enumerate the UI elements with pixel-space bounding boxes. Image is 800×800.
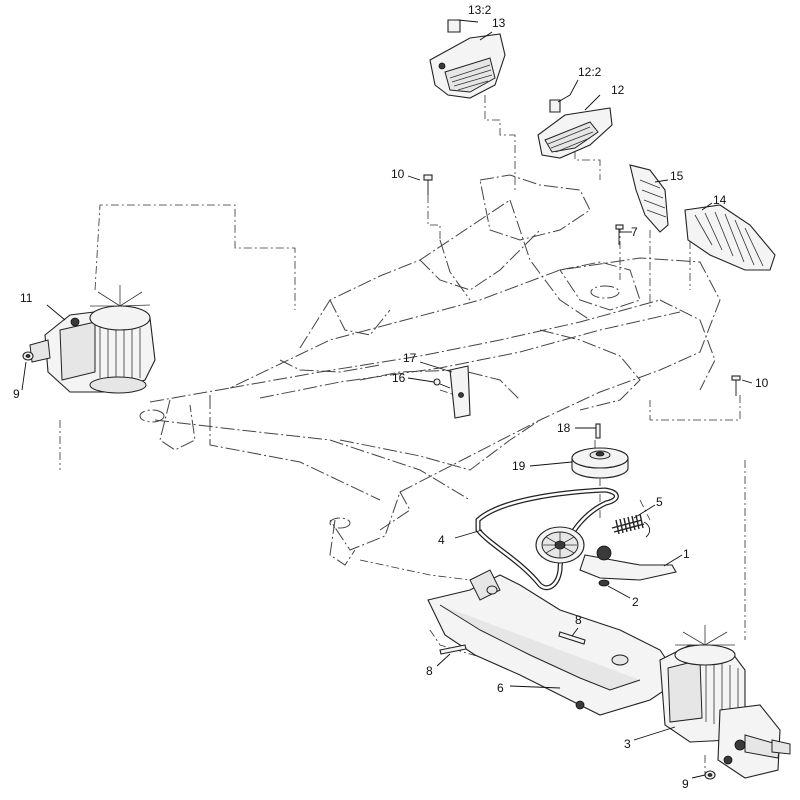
callout-16: 16	[392, 371, 406, 385]
callout-10-top: 10	[391, 167, 405, 181]
callout-11: 11	[20, 291, 33, 305]
callout-13: 13	[492, 16, 506, 30]
part-3-transmission	[659, 625, 791, 779]
callout-6: 6	[497, 681, 504, 695]
leader-lines	[21, 19, 753, 779]
callout-12: 12	[611, 83, 625, 97]
callout-8-left: 8	[426, 664, 433, 678]
part-10-bolt-top	[423, 174, 433, 195]
callout-9-left: 9	[13, 387, 20, 401]
part-8-pin-left	[439, 644, 467, 655]
part-15-guard	[629, 164, 669, 233]
callout-5: 5	[656, 495, 663, 509]
callout-17: 17	[403, 351, 417, 365]
part-1-idler-arm	[579, 545, 677, 581]
part-14-guard	[684, 204, 776, 271]
part-10-bolt-right	[731, 375, 741, 396]
part-7-bolt	[615, 224, 624, 245]
callout-15: 15	[670, 169, 684, 183]
callout-3: 3	[624, 737, 631, 751]
part-16-bolt	[433, 378, 451, 389]
callout-14: 14	[713, 193, 727, 207]
part-12-cover	[537, 99, 613, 159]
part-2-bolt	[598, 579, 610, 587]
callout-10-right: 10	[755, 376, 769, 390]
callout-labels: 11 9 10 10 7 13:2 13 12:2 12 15 14 17 16…	[13, 3, 769, 791]
callout-12-2: 12:2	[578, 65, 602, 79]
part-11-transmission	[29, 285, 156, 394]
part-9-nut-right	[704, 770, 716, 780]
callout-7: 7	[631, 225, 638, 239]
callout-2: 2	[632, 595, 639, 609]
part-4-belt	[475, 487, 619, 591]
callout-9-right: 9	[682, 777, 689, 791]
callout-8-right: 8	[575, 613, 582, 627]
callout-4: 4	[438, 533, 445, 547]
callout-18: 19	[512, 459, 526, 473]
part-6-frame-rail	[427, 569, 681, 716]
callout-19: 18	[557, 421, 571, 435]
callout-1: 1	[683, 547, 690, 561]
part-17-bracket	[449, 365, 471, 419]
part-19-key	[595, 423, 601, 439]
part-8-pin-right	[558, 631, 586, 645]
idler-pulley	[535, 526, 585, 564]
part-13-cover	[429, 19, 506, 99]
part-18-pulley	[571, 447, 629, 479]
part-5-spring	[611, 513, 651, 538]
callout-13-2: 13:2	[468, 3, 492, 17]
part-9-nut-left	[22, 351, 34, 361]
